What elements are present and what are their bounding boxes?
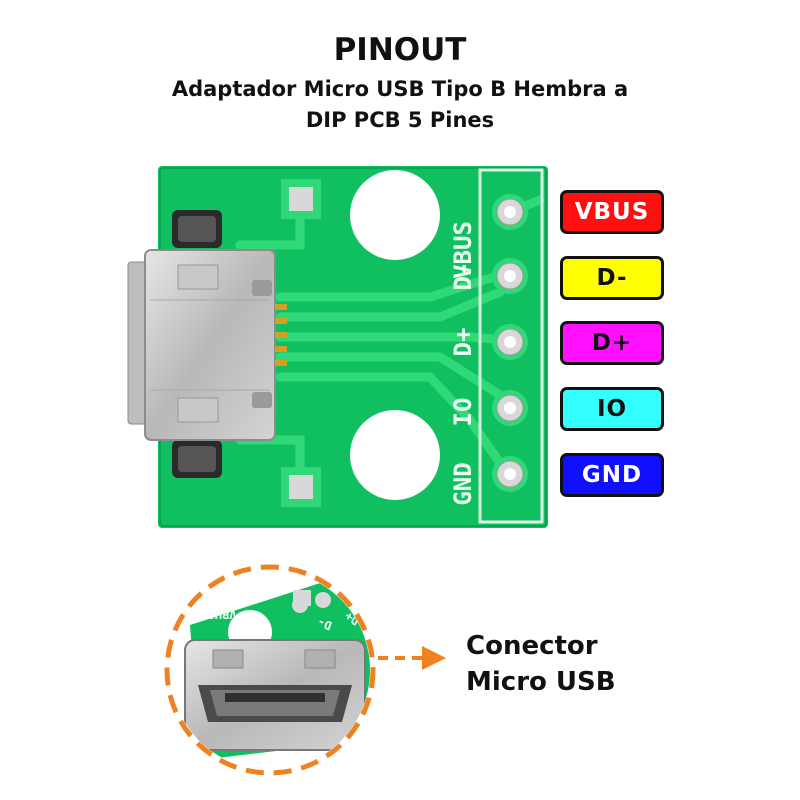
zoom-silk-dminus: D- bbox=[315, 615, 333, 633]
pin-pad-dplus bbox=[492, 324, 528, 360]
pin-badge-io: IO bbox=[560, 387, 664, 431]
pin-badge-label: GND bbox=[581, 462, 643, 488]
silkscreen-labels: VBUS D- D+ IO GND bbox=[449, 221, 477, 506]
mounting-hole-bottom bbox=[350, 410, 440, 500]
header-outline bbox=[478, 168, 544, 524]
page-title: PINOUT bbox=[333, 32, 467, 68]
pin-pad-vbus bbox=[492, 194, 528, 230]
callout-arrow bbox=[378, 646, 446, 670]
callout-line-1: Conector bbox=[466, 631, 598, 661]
mounting-hole-top bbox=[350, 170, 440, 260]
silk-dminus: D- bbox=[449, 262, 477, 291]
zoom-dashed-circle bbox=[164, 564, 376, 776]
subtitle-line-1: Adaptador Micro USB Tipo B Hembra a bbox=[171, 77, 629, 101]
pin-badge-label: D- bbox=[596, 265, 628, 291]
silk-gnd: GND bbox=[449, 462, 477, 505]
silk-dplus: D+ bbox=[449, 328, 477, 357]
pin-pads bbox=[492, 194, 528, 492]
page-subtitle: Adaptador Micro USB Tipo B Hembra a DIP … bbox=[0, 74, 800, 136]
pin-pad-io bbox=[492, 390, 528, 426]
callout-line-2: Micro USB bbox=[466, 667, 616, 697]
pin-badge-label: IO bbox=[596, 396, 628, 422]
pin-pad-dminus bbox=[492, 258, 528, 294]
pin-badge-vbus: VBUS bbox=[560, 190, 664, 234]
micro-usb-connector bbox=[127, 249, 287, 441]
zoom-silk-vbus: VBUS bbox=[208, 607, 237, 621]
silk-vbus: VBUS bbox=[449, 221, 477, 279]
pin-badge-label: VBUS bbox=[574, 199, 650, 225]
pin-pad-gnd bbox=[492, 456, 528, 492]
pin-badge-dminus: D- bbox=[560, 256, 664, 300]
silk-io: IO bbox=[449, 398, 477, 427]
connector-callout: Conector Micro USB bbox=[466, 628, 616, 700]
pin-badge-dplus: D+ bbox=[560, 321, 664, 365]
pin-badge-label: D+ bbox=[591, 330, 633, 356]
subtitle-line-2: DIP PCB 5 Pines bbox=[305, 108, 495, 132]
pin-badge-gnd: GND bbox=[560, 453, 664, 497]
zoom-inset: VBUS D- D+ bbox=[164, 564, 376, 776]
